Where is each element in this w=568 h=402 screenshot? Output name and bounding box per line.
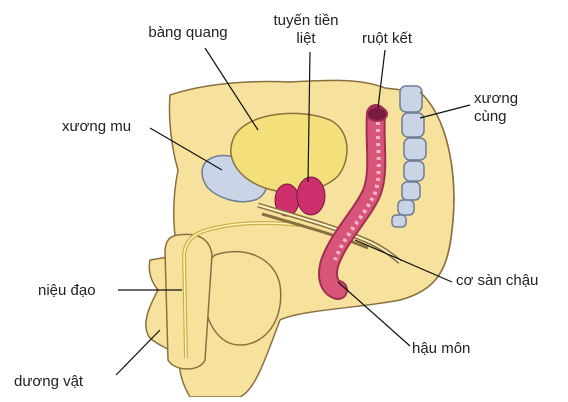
- label-anus: hậu môn: [412, 340, 470, 358]
- label-pelvic-floor: cơ sàn chậu: [456, 272, 538, 290]
- label-penis: dương vật: [14, 373, 83, 391]
- label-sacrum-line2: cùng: [474, 108, 507, 126]
- scrotum: [205, 252, 281, 345]
- label-bladder: bàng quang: [128, 24, 248, 42]
- penis: [165, 234, 212, 369]
- label-sacrum-line1: xương: [474, 90, 518, 108]
- colon-opening: [367, 107, 387, 121]
- label-urethra: niệu đạo: [38, 282, 96, 300]
- label-prostate-line2: liệt: [258, 30, 354, 48]
- label-prostate-line1: tuyến tiền: [258, 12, 354, 30]
- label-colon: ruột kết: [362, 30, 412, 48]
- bladder: [231, 113, 347, 192]
- label-pubic-bone: xương mu: [62, 118, 131, 136]
- prostate-right: [297, 177, 325, 215]
